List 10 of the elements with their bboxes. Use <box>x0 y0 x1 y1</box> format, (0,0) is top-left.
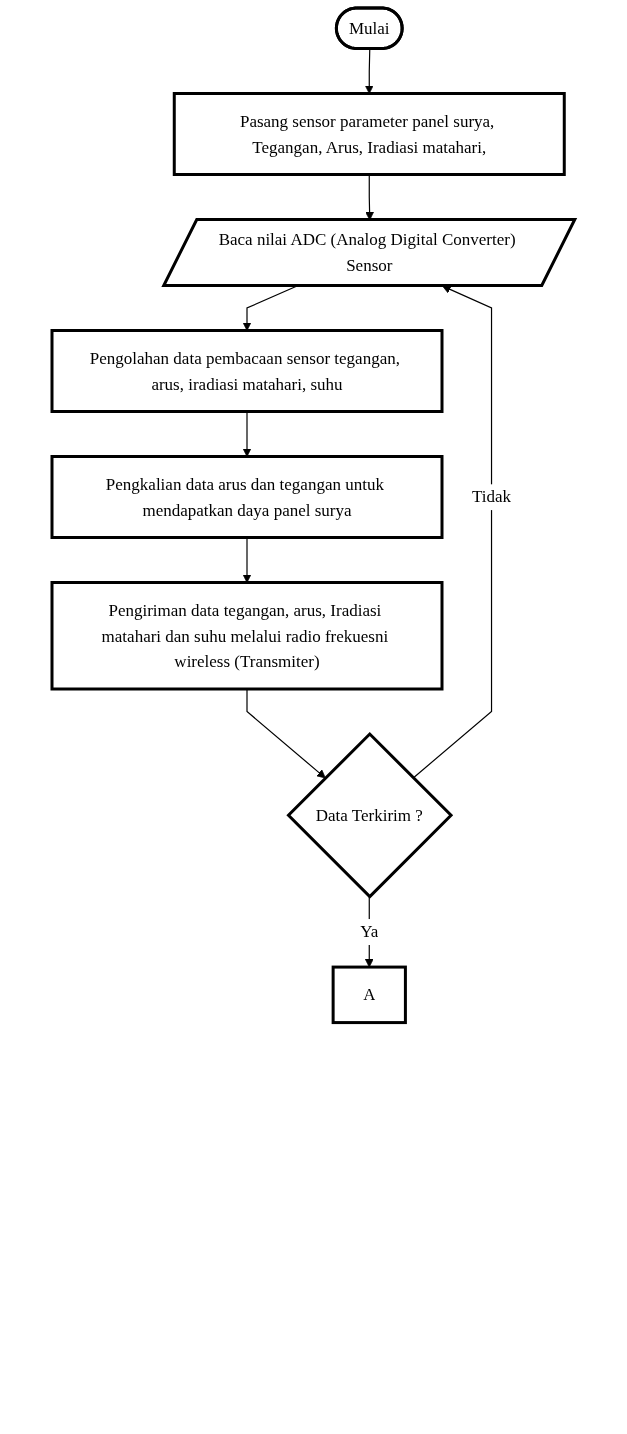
edge-label: Tidak <box>472 487 512 507</box>
arrow <box>412 285 493 779</box>
node-box: Pasang sensor parameter panel surya, Tegangan, Arus, Iradiasi matahari, <box>172 92 566 176</box>
node-box: A <box>331 965 407 1025</box>
arrow <box>365 48 374 94</box>
node-box: Pengolahan data pembacaan sensor tegangan, arus, iradiasi matahari, suhu <box>50 329 444 413</box>
edge-label: Ya <box>360 922 379 942</box>
node-diamond: Data Terkirim ? <box>286 731 454 899</box>
node-box: Pengiriman data tegangan, arus, Iradiasi matahari dan suhu melalui radio frekuesni wireless (Transmiter) <box>50 581 444 691</box>
node-box: Pengkalian data arus dan tegangan untuk mendapatkan daya panel surya <box>50 455 444 539</box>
